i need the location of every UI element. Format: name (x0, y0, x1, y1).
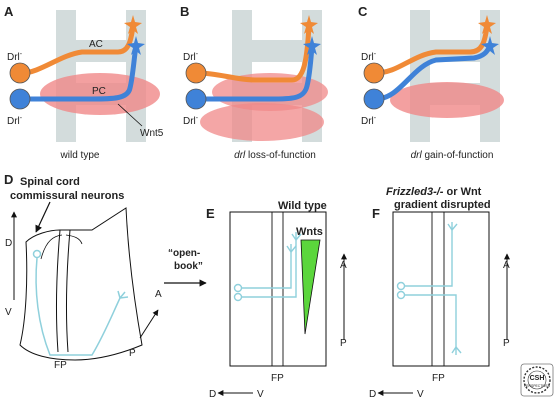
wnt5-expanded-domain (200, 103, 324, 141)
drl-label-top: Drl- (183, 51, 199, 63)
panel-e-letter: E (206, 206, 215, 221)
drl-label-bottom: Drl- (361, 115, 377, 127)
midline-ventricle (56, 229, 71, 353)
axis-p-label: P (503, 338, 510, 349)
spinal-cord-label-line2: commissural neurons (10, 190, 124, 202)
wnt5-pointer (117, 103, 143, 127)
axis-v-label: V (417, 389, 424, 400)
growth-cone-icon (117, 290, 129, 299)
ac-axon (197, 25, 312, 83)
panel-a-caption: wild type (60, 150, 100, 161)
commissural-neuron-soma (396, 290, 406, 300)
drl-label-bottom: Drl- (183, 115, 199, 127)
ac-axon (21, 25, 136, 76)
axis-d-label: D (209, 389, 216, 400)
commissural-neuron-soma (32, 249, 42, 259)
drl-label-top: Drl- (361, 51, 377, 63)
csh-perspectives-logo: CSH PERSPECTIVES (520, 363, 554, 397)
spinal-cord-label-line1: Spinal cord (20, 176, 80, 188)
ac-growth-cone-icon (478, 15, 496, 34)
panel-d-letter: D (4, 172, 13, 187)
growth-cone-icon (447, 222, 458, 231)
drl-label-top: Drl- (7, 51, 23, 63)
commissural-axon (242, 240, 297, 298)
ac-growth-cone-icon (300, 15, 318, 34)
spinal-cord-outline (19, 207, 143, 361)
open-book-transition: “open- book” (164, 248, 207, 287)
axis-d-label: D (5, 238, 12, 249)
panel-a: A Drl- Drl- AC PC Wnt5 wild type (4, 4, 164, 161)
growth-cone-icon (451, 346, 462, 355)
open-book-line1: “open- (168, 248, 200, 259)
commissural-axon (242, 252, 292, 289)
wnt5-expression-domain (390, 82, 504, 118)
commissural-neuron-soma (233, 283, 243, 293)
panel-e: E Wild type Wnts A P FP D V (206, 200, 347, 400)
panel-d: D Spinal cord commissural neurons D V FP… (4, 172, 162, 371)
axis-p-label: P (340, 338, 347, 349)
pc-neuron-soma (9, 88, 31, 110)
panel-f-title-line1: Frizzled3-/- or Wnt (386, 186, 482, 198)
panel-c-letter: C (358, 4, 368, 19)
pc-label: PC (92, 86, 106, 97)
panel-e-title: Wild type (278, 200, 327, 212)
axis-p-label: P (129, 348, 136, 359)
pc-growth-cone-icon (127, 36, 145, 55)
panel-b-letter: B (180, 4, 189, 19)
dorsal-surface-detail (40, 234, 83, 260)
open-book-spinal-cord (392, 211, 490, 367)
fp-label: FP (271, 373, 284, 384)
panel-c: C Drl- Drl- drl gain-of-function (358, 4, 504, 161)
panel-f-title-line2: gradient disrupted (394, 199, 491, 211)
ac-label: AC (89, 39, 103, 50)
panel-c-caption: drl gain-of-function (411, 150, 494, 161)
axis-v-label: V (257, 389, 264, 400)
axis-a-label: A (340, 260, 347, 271)
logo-text-bottom: PERSPECTIVES (524, 384, 551, 388)
axis-d-label: D (369, 389, 376, 400)
commissural-neuron-soma (396, 281, 406, 291)
commissural-axon (405, 230, 453, 287)
panel-b: B Drl- Drl- drl loss-of-function (180, 4, 328, 161)
pc-axon (198, 45, 315, 102)
ac-neuron-soma (9, 62, 31, 84)
open-book-line2: book” (174, 261, 203, 272)
ac-growth-cone-icon (124, 15, 142, 34)
pc-axon (22, 45, 139, 102)
growth-cone-icon (286, 244, 297, 253)
axis-a-label: A (155, 289, 162, 300)
wnt-gradient-wedge (300, 239, 321, 335)
pc-neuron-soma (185, 88, 207, 110)
axis-v-label: V (5, 307, 12, 318)
wnts-label: Wnts (296, 226, 323, 238)
label-pointer-arrow (35, 201, 51, 233)
panel-b-caption: drl loss-of-function (234, 150, 316, 161)
ac-neuron-soma (363, 62, 385, 84)
pc-neuron-soma (363, 88, 385, 110)
commissural-neuron-soma (233, 292, 243, 302)
ac-axon (375, 25, 490, 76)
growth-cone-icon (291, 232, 302, 241)
wnt5-label: Wnt5 (140, 128, 164, 139)
fp-label: FP (54, 360, 67, 371)
axis-a-label: A (503, 260, 510, 271)
commissural-axon (35, 257, 121, 356)
logo-text-top: CSH (530, 375, 545, 382)
ap-axis-arrow (139, 309, 159, 339)
commissural-axon (405, 294, 457, 347)
panel-f: F Frizzled3-/- or Wnt gradient disrupted… (369, 186, 510, 400)
ac-neuron-soma (185, 62, 207, 84)
panel-a-letter: A (4, 4, 14, 19)
fp-label: FP (432, 373, 445, 384)
panel-f-letter: F (372, 206, 380, 221)
pc-growth-cone-icon (303, 36, 321, 55)
drl-label-bottom: Drl- (7, 115, 23, 127)
pc-growth-cone-icon (481, 36, 499, 55)
